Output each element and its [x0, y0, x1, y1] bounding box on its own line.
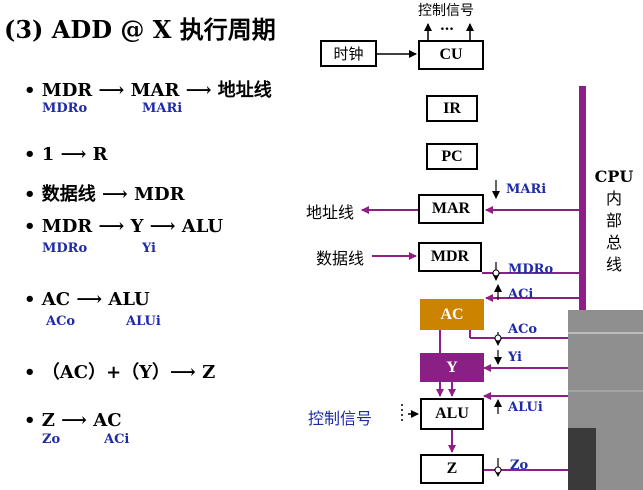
- cpu-bus-label-line-1: CPU: [594, 167, 634, 186]
- cpu-bus-label-line-5: 线: [605, 255, 622, 274]
- mdr-register: MDR: [418, 242, 482, 272]
- alu-unit: ALU: [420, 398, 484, 430]
- step-2: • 1 ⟶ R: [24, 144, 108, 165]
- cu-signals-ellipsis: …: [440, 18, 454, 34]
- cpu-bus-label-line-4: 总: [605, 233, 622, 252]
- step-7-signal-1: Zo: [42, 432, 61, 447]
- cu-control-signals-label: 控制信号: [418, 3, 474, 19]
- step-5-signal-2: ALUi: [126, 314, 161, 329]
- ir-register: IR: [426, 95, 478, 122]
- step-3: • 数据线 ⟶ MDR: [24, 184, 185, 205]
- cpu-bus-label: CPU 内 部 总 线: [594, 166, 634, 276]
- step-4-signal-1: MDRo: [42, 241, 88, 256]
- step-7-signal-2: ACi: [104, 432, 130, 447]
- pc-register: PC: [426, 143, 478, 170]
- step-1-signal-2: MARi: [142, 101, 183, 116]
- step-6: • （AC）+（Y）⟶ Z: [24, 362, 216, 383]
- step-4-signal-2: Yi: [142, 241, 156, 256]
- step-1: • MDR ⟶ MAR ⟶ 地址线: [24, 80, 272, 101]
- signal-y-in: Yi: [508, 350, 522, 365]
- step-4: • MDR ⟶ Y ⟶ ALU: [24, 216, 224, 237]
- photo-shelf-line: [568, 332, 643, 334]
- signal-mar-in: MARi: [506, 182, 547, 197]
- clock-box: 时钟: [320, 40, 377, 67]
- y-register: Y: [420, 353, 484, 382]
- signal-mdr-out: MDRo: [508, 262, 554, 277]
- signal-ac-out: ACo: [508, 322, 538, 337]
- signal-ac-in: ACi: [508, 287, 534, 302]
- photo-dark-object: [568, 428, 596, 490]
- cpu-internal-bus: [579, 86, 586, 490]
- signal-alu-in: ALUi: [508, 400, 543, 415]
- control-signal-label: 控制信号: [308, 409, 373, 428]
- cu-register: CU: [418, 40, 484, 70]
- step-1-signal-1: MDRo: [42, 101, 88, 116]
- step-7: • Z ⟶ AC: [24, 410, 122, 431]
- mar-register: MAR: [418, 194, 484, 224]
- data-bus-label: 数据线: [316, 249, 365, 268]
- ac-register: AC: [420, 299, 484, 330]
- cpu-bus-label-line-2: 内: [605, 189, 622, 208]
- cpu-bus-label-line-3: 部: [605, 211, 622, 230]
- step-5: • AC ⟶ ALU: [24, 289, 150, 310]
- step-5-signal-1: ACo: [46, 314, 76, 329]
- page-title: (3) ADD @ X 执行周期: [4, 15, 276, 44]
- photo-shelf-line: [568, 390, 643, 392]
- z-register: Z: [420, 454, 484, 484]
- camera-photo-overlay: [568, 310, 643, 490]
- address-bus-label: 地址线: [306, 203, 355, 222]
- signal-z-out: Zo: [510, 458, 529, 473]
